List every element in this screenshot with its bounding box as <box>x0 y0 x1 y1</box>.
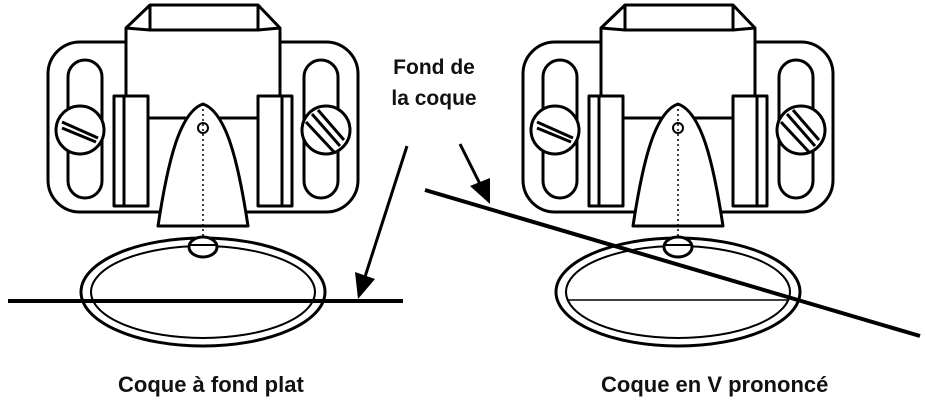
hull-bottom-label: Fond de la coque <box>382 52 486 114</box>
hull-label-line1: Fond de <box>393 56 475 79</box>
caption-flat-hull: Coque à fond plat <box>118 372 304 397</box>
hull-label-line2: la coque <box>391 87 477 110</box>
hull-line-deep-v <box>424 188 921 338</box>
arrow-to-flat-hull <box>355 145 409 299</box>
arrow-to-v-hull <box>458 143 490 204</box>
transducer-left <box>46 3 360 348</box>
caption-deep-v-hull: Coque en V prononcé <box>601 372 829 397</box>
